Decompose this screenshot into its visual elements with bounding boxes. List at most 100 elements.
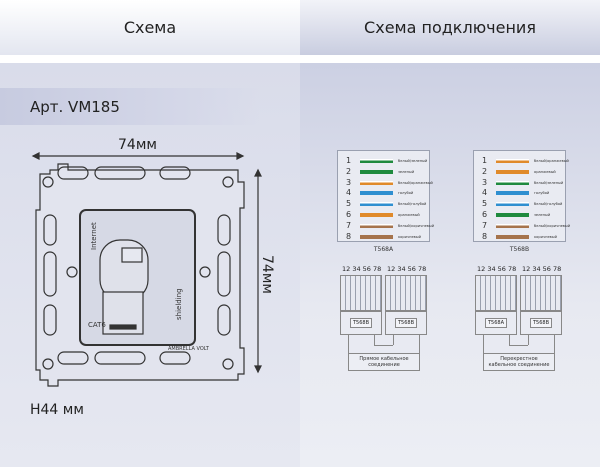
rj45-connector bbox=[385, 275, 427, 311]
article-banner: Арт. VM185 bbox=[0, 88, 260, 125]
wire-label: белый/голубой bbox=[398, 202, 427, 207]
wire-color-swatch bbox=[360, 202, 393, 207]
wire-row: 7 белый/коричневый bbox=[474, 220, 570, 231]
connector-standard: T568B bbox=[349, 318, 373, 328]
wire-label: белый/коричневый bbox=[534, 223, 571, 228]
wire-color-swatch bbox=[496, 202, 529, 207]
pin-number: 8 bbox=[482, 231, 488, 241]
wire-row: 1 белый/зеленый bbox=[338, 156, 429, 166]
wire-color-swatch bbox=[360, 169, 393, 174]
tab-connection-label: Схема подключения bbox=[364, 18, 536, 37]
pin-number: 3 bbox=[482, 177, 488, 187]
pin-number: 2 bbox=[482, 166, 488, 176]
wire-label: белый/оранжевый bbox=[534, 159, 569, 163]
tab-scheme[interactable]: Схема bbox=[0, 0, 300, 55]
pin-number: 1 bbox=[346, 156, 352, 165]
wire-row: 8 коричневый bbox=[338, 232, 429, 242]
wire-color-swatch bbox=[360, 234, 393, 239]
standard-caption: T568A bbox=[373, 246, 394, 253]
wire-label: коричневый bbox=[534, 234, 557, 239]
wire-label: зеленый bbox=[398, 169, 415, 174]
wire-color-swatch bbox=[360, 223, 393, 228]
wire-label: белый/оранжевый bbox=[398, 180, 433, 185]
width-dimension: 74мм bbox=[118, 137, 157, 153]
wire-row: 8 коричневый bbox=[474, 232, 565, 242]
article-number: Арт. VM185 bbox=[30, 97, 120, 116]
pin-numbers: 12 34 56 78 bbox=[387, 265, 427, 273]
wire-color-swatch bbox=[496, 191, 529, 196]
depth-dimension: H44 мм bbox=[30, 402, 84, 418]
cat6-label: CAT6 bbox=[88, 321, 106, 329]
wire-color-swatch bbox=[496, 180, 529, 185]
connector-label-box: T568A bbox=[475, 311, 517, 335]
wire-label: коричневый bbox=[398, 234, 421, 239]
wire-color-swatch bbox=[496, 234, 529, 239]
pin-number: 3 bbox=[346, 177, 352, 187]
wiring-table-t568b: 1 белый/оранжевый 2 оранжевый 3 белый/зе… bbox=[473, 150, 570, 242]
wire-color-swatch bbox=[496, 159, 529, 163]
pin-number: 8 bbox=[346, 231, 352, 241]
wire-row: 5 белый/голубой bbox=[474, 199, 565, 209]
pin-number: 7 bbox=[346, 220, 352, 230]
connector-label-box: T568B bbox=[340, 311, 382, 335]
wire-color-swatch bbox=[360, 180, 393, 185]
cable-caption: Перекрестное кабельное соединение bbox=[483, 353, 555, 371]
connector-label-box: T568B bbox=[385, 311, 427, 335]
pin-number: 5 bbox=[346, 199, 352, 209]
tab-connection-scheme[interactable]: Схема подключения bbox=[300, 0, 600, 55]
wire-color-swatch bbox=[496, 213, 529, 217]
pin-numbers: 12 34 56 78 bbox=[477, 265, 517, 273]
wire-label: белый/зеленый bbox=[534, 180, 564, 185]
pin-number: 7 bbox=[482, 220, 488, 230]
connector-standard: T568A bbox=[484, 318, 508, 328]
pin-number: 5 bbox=[482, 199, 488, 209]
wire-label: белый/голубой bbox=[534, 202, 563, 207]
wire-row: 3 белый/зеленый bbox=[474, 178, 565, 188]
wiring-table-t568a: 1 белый/зеленый 2 зеленый 3 белый/оранже… bbox=[337, 150, 434, 242]
wire-label: оранжевый bbox=[534, 169, 556, 174]
wire-color-swatch bbox=[360, 159, 393, 163]
pin-number: 6 bbox=[346, 210, 352, 219]
pin-number: 6 bbox=[482, 210, 488, 219]
wire-row: 2 оранжевый bbox=[474, 167, 565, 177]
shielding-label: shielding bbox=[175, 288, 183, 320]
wire-color-swatch bbox=[360, 191, 393, 196]
wire-row: 6 оранжевый bbox=[338, 210, 429, 220]
rj45-connector bbox=[520, 275, 562, 311]
wire-label: зеленый bbox=[534, 213, 551, 217]
pin-number: 1 bbox=[482, 156, 488, 165]
brand-label: AMBRELLA VOLT bbox=[168, 346, 210, 352]
wire-label: белый/коричневый bbox=[398, 223, 435, 228]
connection-panel bbox=[300, 63, 600, 467]
pin-number: 4 bbox=[346, 188, 352, 198]
wire-label: голубой bbox=[398, 191, 414, 196]
wire-row: 2 зеленый bbox=[338, 167, 429, 177]
rj45-connector bbox=[475, 275, 517, 311]
tab-scheme-label: Схема bbox=[123, 18, 177, 37]
wire-row: 7 белый/коричневый bbox=[338, 220, 434, 231]
wire-color-swatch bbox=[360, 213, 393, 217]
wire-row: 3 белый/оранжевый bbox=[338, 177, 433, 188]
internet-label: Internet bbox=[90, 222, 98, 250]
wire-label: голубой bbox=[534, 191, 550, 196]
standard-caption: T568B bbox=[509, 246, 530, 253]
wire-row: 4 голубой bbox=[338, 188, 429, 198]
connector-standard: T568B bbox=[394, 318, 418, 328]
wire-color-swatch bbox=[496, 223, 529, 228]
rj45-connector bbox=[340, 275, 382, 311]
pin-numbers: 12 34 56 78 bbox=[522, 265, 562, 273]
wire-row: 4 голубой bbox=[474, 188, 565, 198]
wire-row: 5 белый/голубой bbox=[338, 199, 429, 209]
wire-row: 1 белый/оранжевый bbox=[474, 156, 569, 166]
connector-standard: T568B bbox=[529, 318, 553, 328]
cable-caption: Прямое кабельное соединение bbox=[348, 353, 420, 371]
wire-label: белый/зеленый bbox=[398, 159, 428, 163]
pin-number: 4 bbox=[482, 188, 488, 198]
pin-numbers: 12 34 56 78 bbox=[342, 265, 382, 273]
wire-label: оранжевый bbox=[398, 213, 420, 217]
connector-label-box: T568B bbox=[520, 311, 562, 335]
pin-number: 2 bbox=[346, 166, 352, 176]
socket-drawing: Internet shielding CAT6 AMBRELLA VOLT bbox=[31, 152, 262, 387]
wire-color-swatch bbox=[496, 169, 529, 174]
wire-row: 6 зеленый bbox=[474, 210, 565, 220]
